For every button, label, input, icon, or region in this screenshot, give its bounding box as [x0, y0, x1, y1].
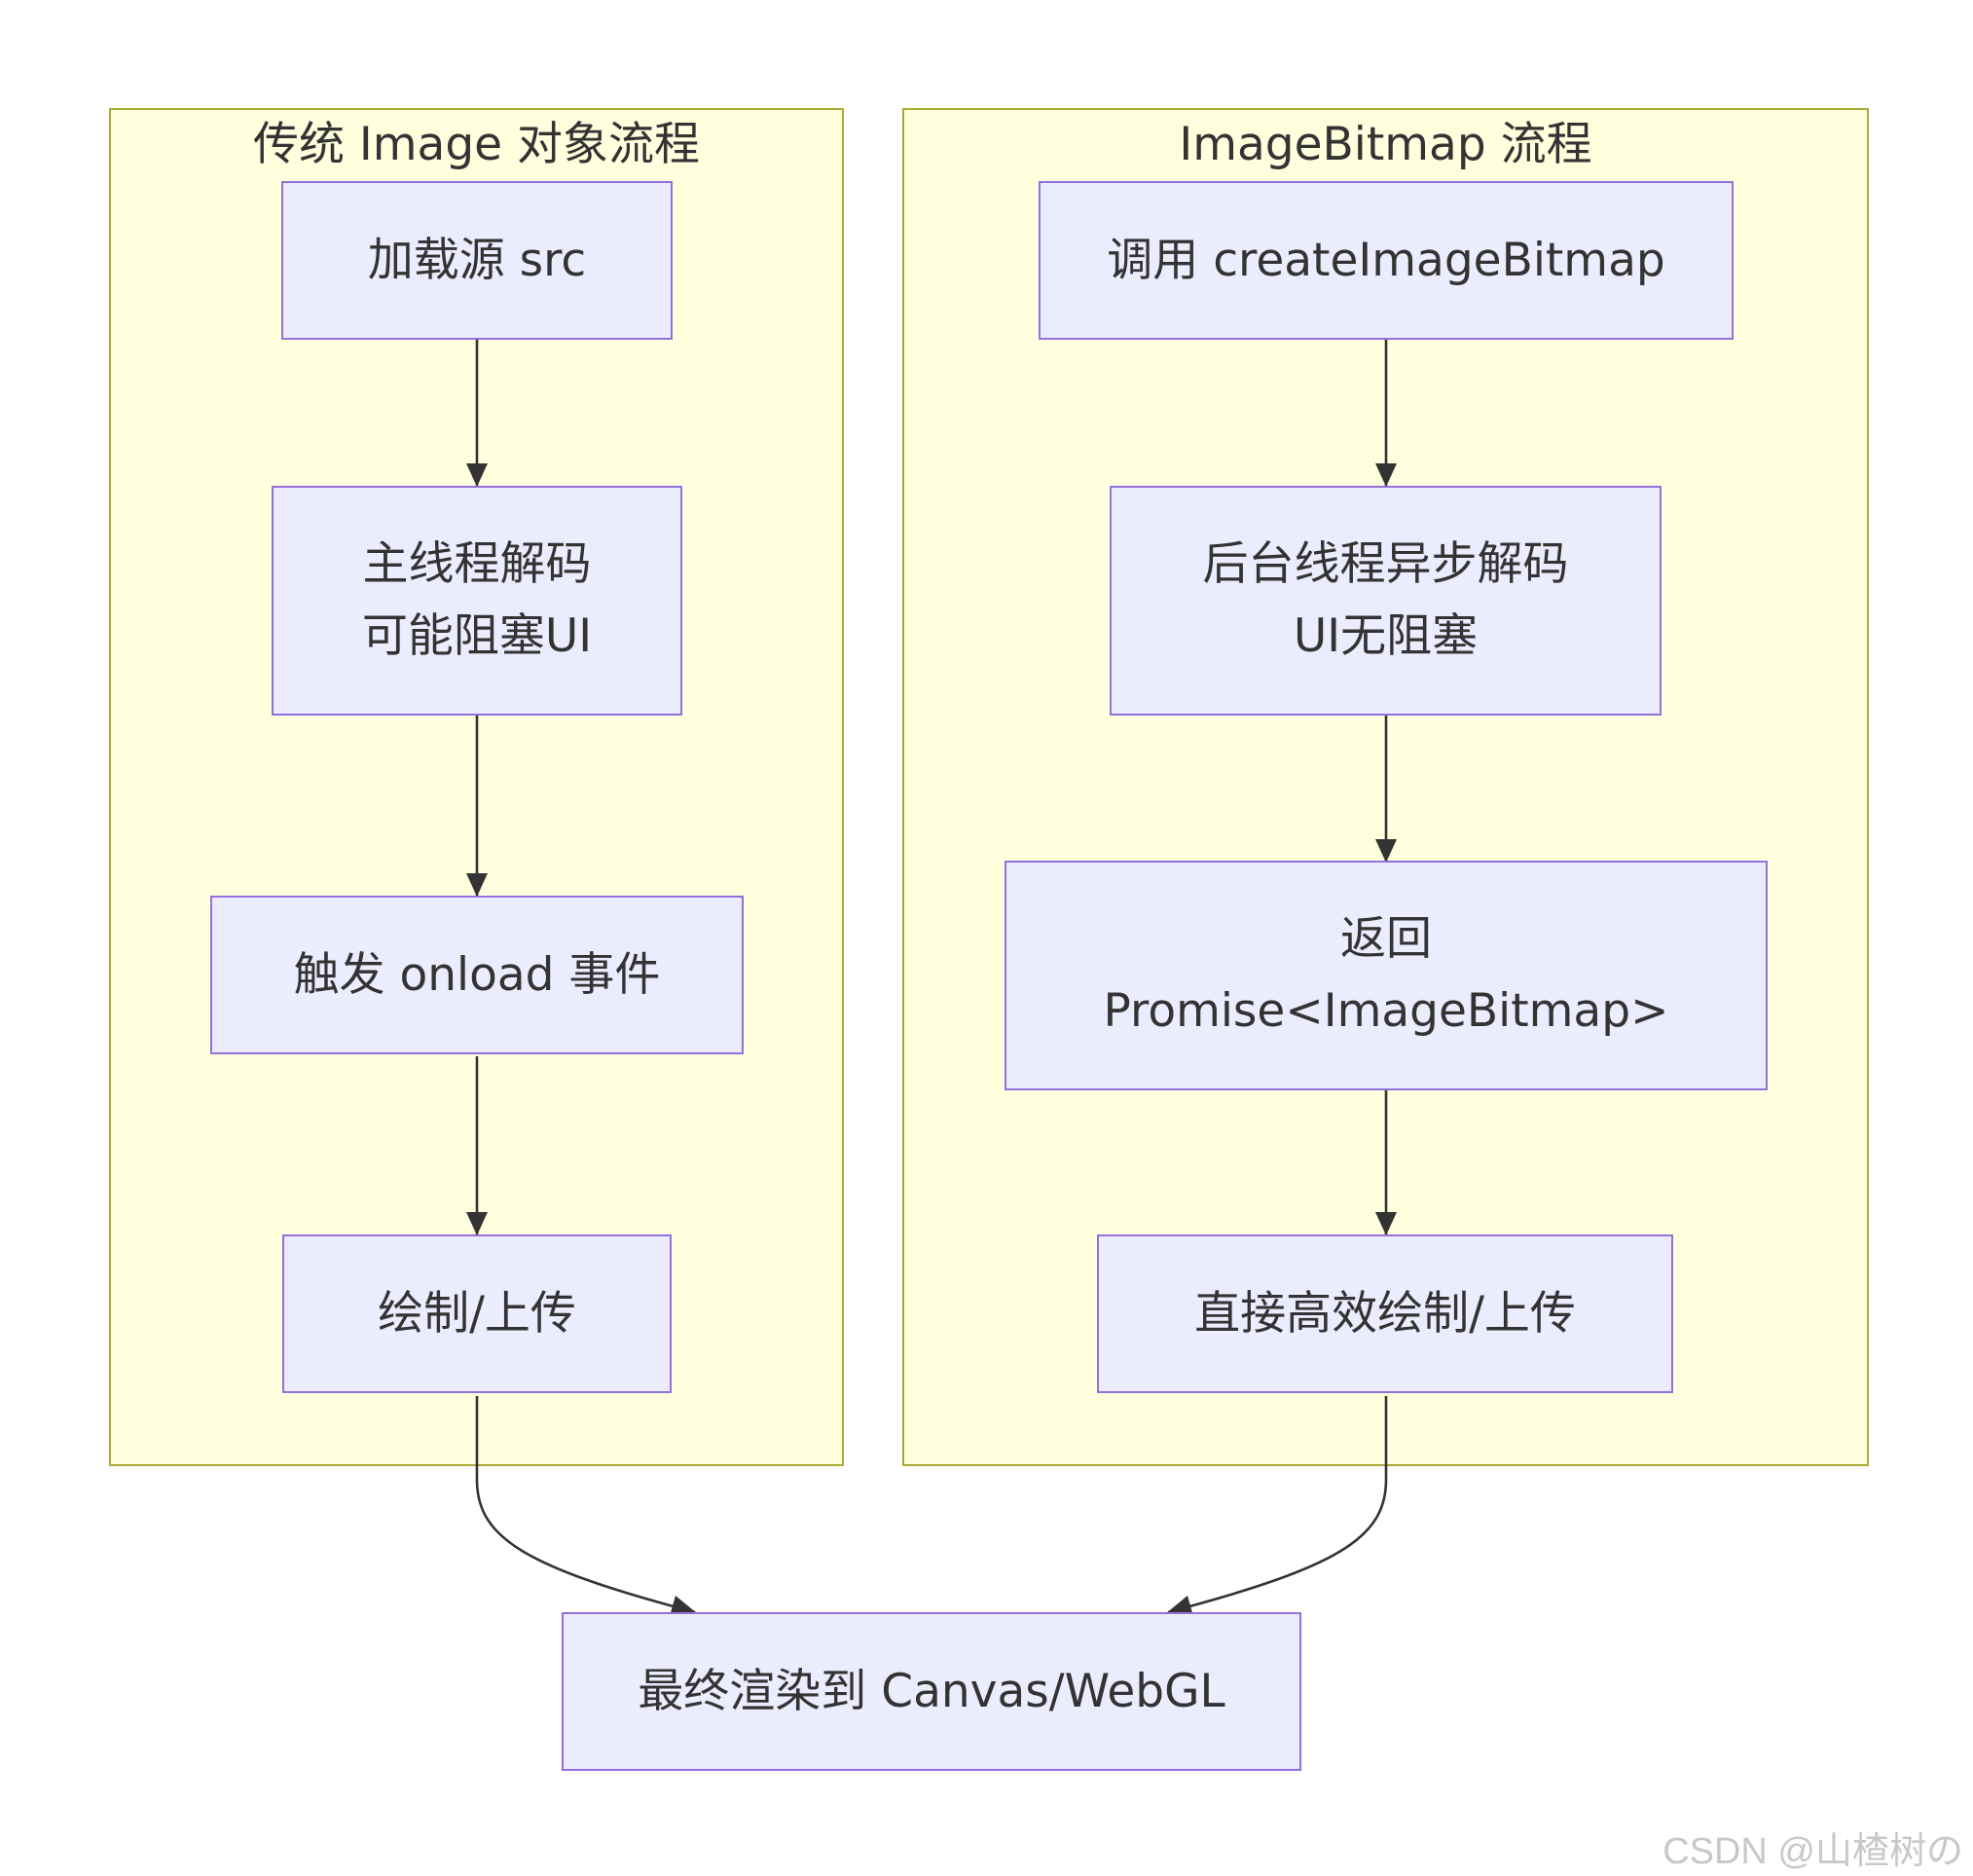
node-call-createimagebitmap: 调用 createImageBitmap — [1039, 181, 1734, 340]
arrowhead-draw-to-final — [670, 1596, 698, 1616]
cluster-title: ImageBitmap 流程 — [1179, 118, 1592, 171]
cluster-title: 传统 Image 对象流程 — [252, 118, 701, 171]
node-direct-efficient-draw: 直接高效绘制/上传 — [1097, 1234, 1673, 1393]
node-label: 绘制/上传 — [378, 1286, 576, 1341]
edge-direct-to-final — [1167, 1396, 1388, 1614]
node-label: 加载源 src — [367, 233, 587, 287]
node-label-line2: 可能阻塞UI — [361, 609, 593, 663]
node-trigger-onload: 触发 onload 事件 — [210, 896, 744, 1054]
arrowhead-promise-to-direct — [1375, 1212, 1397, 1235]
arrowhead-load-to-decode — [466, 463, 488, 487]
node-label: 直接高效绘制/上传 — [1194, 1286, 1576, 1341]
arrowhead-decode-to-onload — [466, 873, 488, 897]
node-final-render: 最终渲染到 Canvas/WebGL — [562, 1612, 1301, 1771]
arrowhead-onload-to-draw — [466, 1212, 488, 1235]
arrowhead-async-to-promise — [1375, 839, 1397, 863]
edge-draw-to-final — [475, 1396, 696, 1614]
node-label: 最终渲染到 Canvas/WebGL — [638, 1664, 1225, 1718]
node-label: 调用 createImageBitmap — [1107, 233, 1665, 287]
node-label-line1: 返回 — [1340, 912, 1432, 966]
node-label-line1: 主线程解码 — [362, 537, 592, 591]
node-main-thread-decode: 主线程解码 可能阻塞UI — [272, 486, 682, 716]
arrowhead-direct-to-final — [1165, 1596, 1193, 1616]
node-background-async-decode: 后台线程异步解码 UI无阻塞 — [1110, 486, 1662, 716]
node-label-line2: Promise<ImageBitmap> — [1103, 984, 1669, 1038]
arrowhead-create-to-async — [1375, 463, 1397, 487]
node-label: 触发 onload 事件 — [293, 947, 661, 1002]
watermark: CSDN @山楂树の — [1662, 1831, 1963, 1872]
node-label-line1: 后台线程异步解码 — [1202, 537, 1569, 591]
node-draw-upload: 绘制/上传 — [282, 1234, 672, 1393]
node-load-src: 加载源 src — [281, 181, 673, 340]
node-label-line2: UI无阻塞 — [1293, 609, 1479, 663]
node-return-promise: 返回 Promise<ImageBitmap> — [1005, 861, 1768, 1090]
